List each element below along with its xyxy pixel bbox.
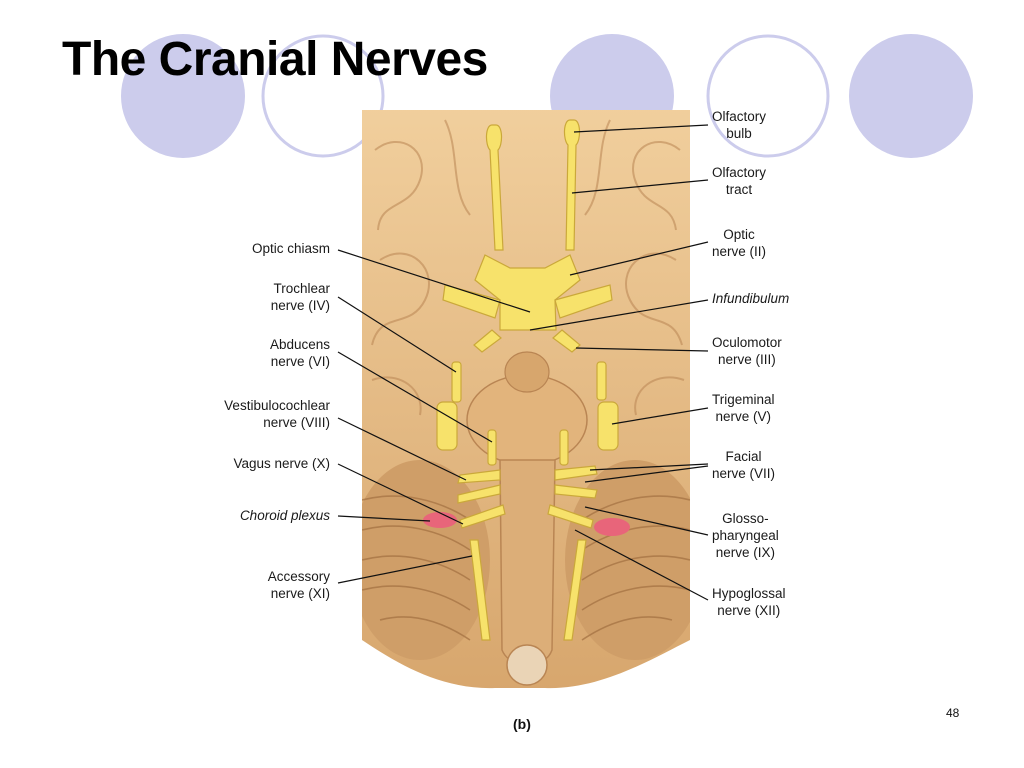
label-hypoglossal: Hypoglossal nerve (XII) bbox=[712, 586, 786, 618]
deco-circle-1 bbox=[121, 34, 245, 158]
leader-hypoglossal bbox=[574, 529, 709, 601]
brain-base bbox=[362, 110, 690, 689]
leader-olfactory-tract bbox=[571, 179, 709, 194]
label-choroid-plexus: Choroid plexus bbox=[239, 508, 330, 523]
leader-optic-nerve bbox=[569, 241, 709, 276]
label-glossopharyngeal: Glosso- pharyngeal nerve (IX) bbox=[712, 511, 779, 560]
slide-title: The Cranial Nerves bbox=[62, 33, 488, 86]
label-olfactory-bulb: Olfactory bulb bbox=[712, 109, 767, 141]
label-vagus: Vagus nerve (X) bbox=[233, 456, 330, 471]
label-infundibulum: Infundibulum bbox=[712, 291, 790, 306]
leader-vagus bbox=[337, 463, 464, 525]
figure-caption: (b) bbox=[513, 716, 531, 732]
deco-circle-2 bbox=[261, 34, 385, 158]
label-accessory: Accessory nerve (XI) bbox=[267, 569, 330, 601]
leader-vestibulocochlear bbox=[337, 417, 467, 481]
label-oculomotor: Oculomotor nerve (III) bbox=[712, 335, 782, 367]
choroid-plexus-left bbox=[423, 512, 457, 528]
nerves bbox=[436, 119, 619, 641]
leader-facial-1 bbox=[589, 463, 709, 471]
label-facial: Facial nerve (VII) bbox=[712, 449, 776, 481]
leader-olfactory-bulb bbox=[573, 124, 709, 133]
leader-choroid bbox=[337, 515, 431, 522]
leader-trochlear bbox=[337, 296, 457, 373]
choroid-plexus-right bbox=[594, 518, 630, 536]
leader-accessory bbox=[337, 555, 473, 584]
leader-facial-2 bbox=[584, 465, 709, 483]
leader-infundibulum bbox=[529, 299, 709, 331]
label-optic-chiasm: Optic chiasm bbox=[251, 241, 330, 256]
label-trigeminal: Trigeminal nerve (V) bbox=[712, 392, 775, 424]
leader-glosso bbox=[584, 506, 709, 536]
label-trochlear: Trochlear nerve (IV) bbox=[270, 281, 330, 313]
label-abducens: Abducens nerve (VI) bbox=[269, 337, 330, 369]
leader-optic-chiasm bbox=[337, 249, 531, 313]
label-optic-nerve: Optic nerve (II) bbox=[712, 227, 767, 259]
label-vestibulocochlear: Vestibulocochlear nerve (VIII) bbox=[224, 398, 330, 430]
page-number: 48 bbox=[946, 706, 960, 720]
leader-oculomotor bbox=[575, 347, 709, 352]
deco-circle-4 bbox=[706, 34, 830, 158]
deco-circle-5 bbox=[849, 34, 973, 158]
leader-trigeminal bbox=[611, 407, 709, 425]
leader-abducens bbox=[337, 351, 493, 443]
label-olfactory-tract: Olfactory tract bbox=[712, 165, 767, 197]
leader-lines bbox=[337, 124, 709, 601]
